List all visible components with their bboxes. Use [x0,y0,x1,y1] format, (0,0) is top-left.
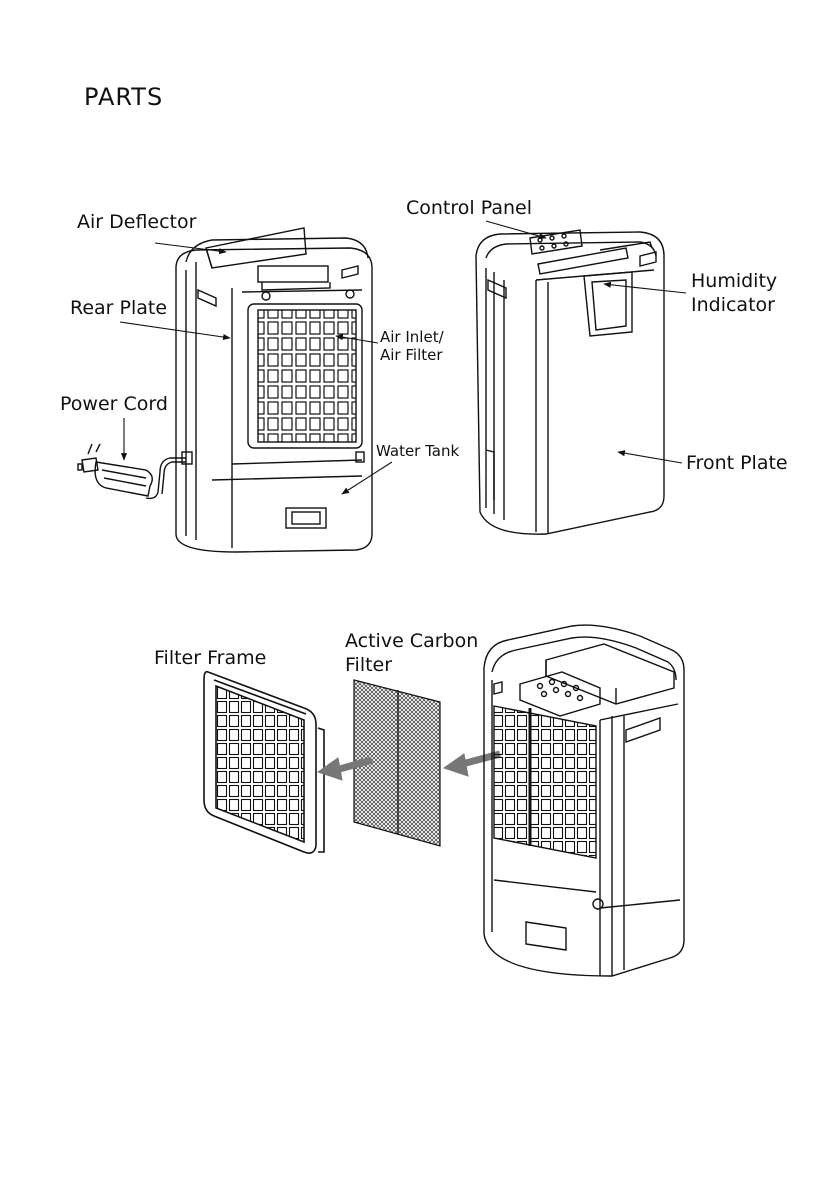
leader-lines [120,221,686,494]
front-unit-drawing [476,230,664,534]
filter-frame-drawing [204,672,324,853]
filter-removal-unit-drawing [484,625,684,976]
rear-unit-drawing [176,228,372,552]
power-cord-drawing [78,444,186,498]
